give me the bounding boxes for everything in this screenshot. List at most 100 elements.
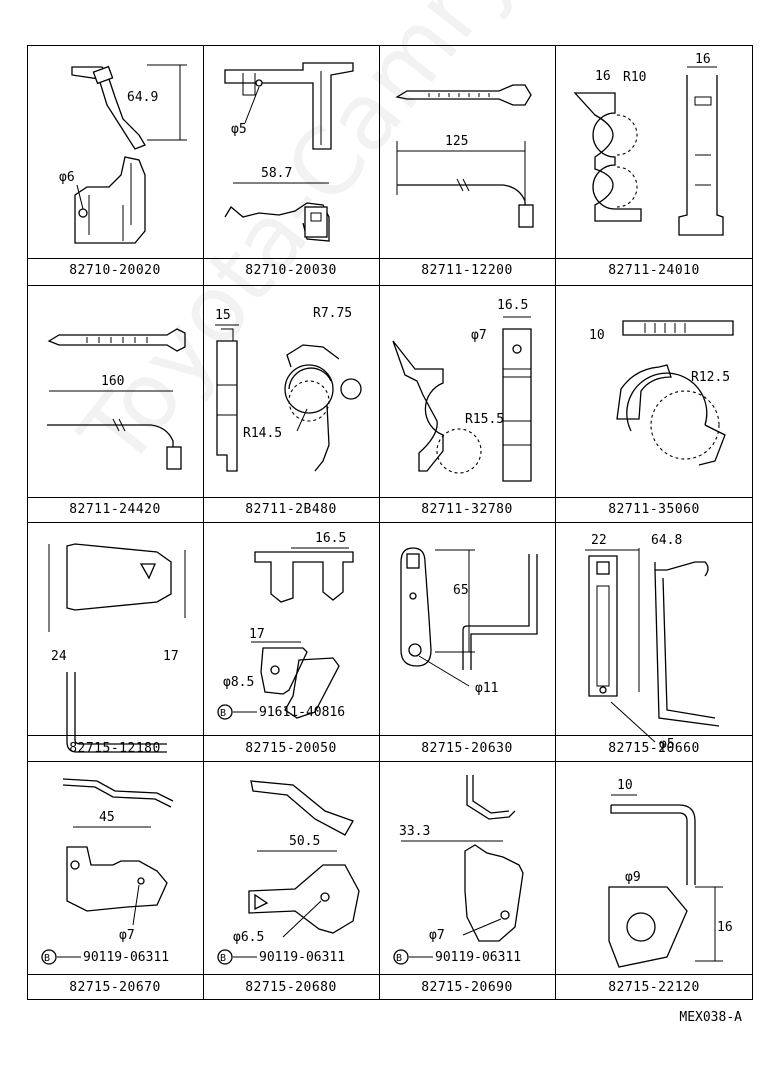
part-number: 82715-22120 bbox=[608, 980, 700, 995]
part-drawing: 33.3 φ7 B 90119-06311 bbox=[393, 775, 524, 965]
part-drawing: 22 64.8 φ5 bbox=[585, 533, 720, 752]
part-number: 82711-2B480 bbox=[245, 502, 337, 517]
part-number: 82711-24420 bbox=[69, 502, 161, 517]
dim-label: φ7 bbox=[429, 928, 445, 943]
dim-label: 10 bbox=[589, 328, 605, 343]
dim-label: 16 bbox=[717, 920, 733, 935]
sub-part-number: 90119-06311 bbox=[259, 950, 345, 965]
part-cell: 160 82711-24420 bbox=[27, 285, 203, 522]
part-number: 82715-20680 bbox=[245, 980, 337, 995]
dim-label: 33.3 bbox=[399, 824, 430, 839]
dim-label: φ7 bbox=[119, 928, 135, 943]
dim-label: 58.7 bbox=[261, 166, 292, 181]
dim-label: φ6 bbox=[59, 170, 75, 185]
part-drawing: 45 φ7 B 90119-06311 bbox=[41, 778, 174, 965]
symbol-b: B bbox=[44, 953, 50, 964]
part-cell: 10 φ9 16 82715-22120 bbox=[555, 761, 753, 1000]
part-drawing: 10 R12.5 bbox=[589, 320, 734, 466]
dim-label: φ8.5 bbox=[223, 675, 254, 690]
part-cell: 16 R10 16 82711-24010 bbox=[555, 45, 753, 285]
row-divider bbox=[27, 285, 753, 286]
part-number: 82711-35060 bbox=[608, 502, 700, 517]
part-number: 82710-20020 bbox=[69, 263, 161, 278]
dim-label: 10 bbox=[617, 778, 633, 793]
dim-label: 64.9 bbox=[127, 90, 158, 105]
part-drawing: 16.5 φ7 R15.5 bbox=[392, 298, 532, 482]
row-divider bbox=[27, 522, 753, 523]
part-cell: 16.5 φ7 R15.5 82711-32780 bbox=[379, 285, 555, 522]
dim-label: φ7 bbox=[471, 328, 487, 343]
part-number: 82715-20690 bbox=[421, 980, 513, 995]
parts-sheet: 64.9 φ6 82710-20020 φ5 58.7 82710-20030 bbox=[27, 45, 753, 1000]
dim-label: 45 bbox=[99, 810, 115, 825]
part-number: 82711-24010 bbox=[608, 263, 700, 278]
part-number: 82715-20050 bbox=[245, 741, 337, 756]
dim-label: 16 bbox=[695, 52, 711, 67]
part-number: 82715-20630 bbox=[421, 741, 513, 756]
label-strip-line bbox=[27, 497, 753, 498]
dim-label: 65 bbox=[453, 583, 469, 598]
part-number: 82710-20030 bbox=[245, 263, 337, 278]
part-cell: 15 R7.75 R14.5 82711-2B480 bbox=[203, 285, 379, 522]
dim-label: 17 bbox=[249, 627, 265, 642]
part-drawing: φ5 58.7 bbox=[224, 62, 354, 242]
part-number: 82715-20670 bbox=[69, 980, 161, 995]
part-drawing: 125 bbox=[395, 84, 534, 228]
dim-label: 125 bbox=[445, 134, 468, 149]
part-drawing: 160 bbox=[47, 328, 186, 470]
sub-part-number: 90119-06311 bbox=[435, 950, 521, 965]
part-cell: 45 φ7 B 90119-06311 82715-20670 bbox=[27, 761, 203, 1000]
dim-label: 22 bbox=[591, 533, 607, 548]
symbol-b: B bbox=[220, 953, 226, 964]
dim-label: 16.5 bbox=[497, 298, 528, 313]
part-drawing: 16 R10 16 bbox=[573, 52, 724, 236]
dim-label: R7.75 bbox=[313, 306, 352, 321]
part-number: 82715-12180 bbox=[69, 741, 161, 756]
dim-label: R14.5 bbox=[243, 426, 282, 441]
part-drawing: 16.5 17 φ8.5 B 91611-40816 bbox=[217, 531, 354, 720]
part-cell: 33.3 φ7 B 90119-06311 82715-20690 bbox=[379, 761, 555, 1000]
dim-label: 24 bbox=[51, 649, 67, 664]
sub-part-number: 90119-06311 bbox=[83, 950, 169, 965]
part-drawing: 64.9 φ6 bbox=[59, 64, 187, 244]
part-cell: 125 82711-12200 bbox=[379, 45, 555, 285]
part-cell: 24 17 82715-12180 bbox=[27, 522, 203, 761]
part-number: 82711-12200 bbox=[421, 263, 513, 278]
part-cell: 16.5 17 φ8.5 B 91611-40816 82715-20050 bbox=[203, 522, 379, 761]
part-cell: 64.9 φ6 82710-20020 bbox=[27, 45, 203, 285]
part-cell: 22 64.8 φ5 82715-20660 bbox=[555, 522, 753, 761]
dim-label: 16.5 bbox=[315, 531, 346, 546]
dim-label: φ9 bbox=[625, 870, 641, 885]
dim-label: φ5 bbox=[659, 737, 675, 752]
dim-label: 15 bbox=[215, 308, 231, 323]
dim-label: φ5 bbox=[231, 122, 247, 137]
part-drawing: 65 φ11 bbox=[400, 547, 538, 696]
dim-label: 16 bbox=[595, 69, 611, 84]
part-cell: 50.5 φ6.5 B 90119-06311 82715-20680 bbox=[203, 761, 379, 1000]
part-drawing: 15 R7.75 R14.5 bbox=[215, 306, 362, 472]
label-strip-line bbox=[27, 735, 753, 736]
dim-label: 64.8 bbox=[651, 533, 682, 548]
part-cell: φ5 58.7 82710-20030 bbox=[203, 45, 379, 285]
dim-label: 50.5 bbox=[289, 834, 320, 849]
part-number: 82711-32780 bbox=[421, 502, 513, 517]
dim-label: 17 bbox=[163, 649, 179, 664]
part-cell: 65 φ11 82715-20630 bbox=[379, 522, 555, 761]
row-divider bbox=[27, 761, 753, 762]
dim-label: φ6.5 bbox=[233, 930, 264, 945]
part-cell: 10 R12.5 82711-35060 bbox=[555, 285, 753, 522]
dim-label: 160 bbox=[101, 374, 124, 389]
part-drawing: 24 17 bbox=[48, 543, 186, 753]
sub-part-number: 91611-40816 bbox=[259, 705, 345, 720]
part-drawing: 50.5 φ6.5 B 90119-06311 bbox=[217, 780, 360, 965]
label-strip-line bbox=[27, 258, 753, 259]
dim-label: R10 bbox=[623, 70, 646, 85]
symbol-b: B bbox=[220, 708, 226, 719]
diagram-reference: MEX038-A bbox=[679, 1010, 742, 1025]
dim-label: R12.5 bbox=[691, 370, 730, 385]
part-number: 82715-20660 bbox=[608, 741, 700, 756]
dim-label: R15.5 bbox=[465, 412, 504, 427]
part-drawing: 10 φ9 16 bbox=[608, 778, 733, 968]
label-strip-line bbox=[27, 974, 753, 975]
dim-label: φ11 bbox=[475, 681, 498, 696]
